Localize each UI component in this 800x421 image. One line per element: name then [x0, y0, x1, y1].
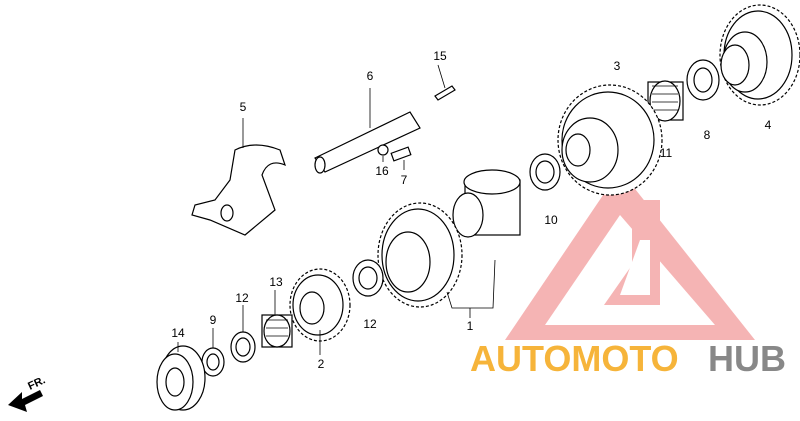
shift-fork-part-5	[191, 118, 286, 236]
gear-part-4	[719, 4, 800, 106]
front-direction-indicator: FR.	[8, 374, 47, 412]
callout-12-upper: 12	[363, 317, 377, 331]
washer-part-10	[529, 153, 561, 191]
callout-12-lower: 12	[235, 291, 249, 305]
bearing-ring-part-12-upper	[352, 259, 384, 297]
gear-assembly-part-1	[377, 169, 521, 318]
callout-1: 1	[467, 319, 474, 333]
watermark-text-hub: HUB	[708, 338, 786, 379]
pin-part-15	[434, 64, 456, 101]
automotohub-watermark: AUTOMOTO HUB	[470, 338, 786, 379]
front-direction-label: FR.	[26, 374, 47, 392]
callout-9: 9	[210, 313, 217, 327]
callout-14: 14	[171, 326, 185, 340]
bearing-ring-part-12-lower	[230, 305, 256, 363]
automotohub-logo	[505, 170, 755, 340]
gear-part-2	[289, 268, 351, 355]
callout-7: 7	[401, 173, 408, 187]
callout-15: 15	[433, 49, 447, 63]
callout-8: 8	[704, 128, 711, 142]
callout-10: 10	[544, 213, 558, 227]
callout-3: 3	[614, 59, 621, 73]
callout-6: 6	[367, 69, 374, 83]
callout-5: 5	[240, 100, 247, 114]
needle-bearing-part-11	[647, 80, 684, 122]
washer-part-9	[201, 328, 225, 377]
washer-part-8	[686, 59, 720, 101]
needle-bearing-part-13	[261, 290, 293, 348]
shaft-part-6	[314, 88, 421, 174]
gear-part-3	[557, 84, 663, 196]
callout-16: 16	[375, 164, 389, 178]
ball-part-16	[377, 144, 389, 162]
ball-bearing-part-14	[156, 342, 206, 411]
spring-part-7	[390, 146, 412, 170]
callout-labels: 1 2 3 4 5 6 7 8 9 10 11 12 12 13 14 15 1…	[171, 49, 771, 371]
callout-4: 4	[765, 118, 772, 132]
callout-13: 13	[269, 275, 283, 289]
callout-2: 2	[318, 357, 325, 371]
callout-11: 11	[660, 146, 673, 160]
watermark-text-automoto: AUTOMOTO	[470, 338, 679, 379]
